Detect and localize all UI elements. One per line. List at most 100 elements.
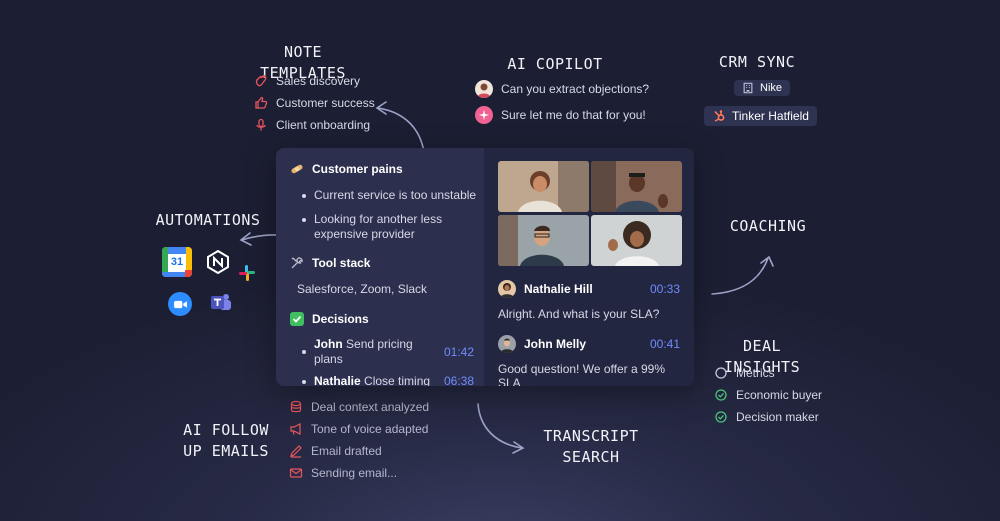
step-sending: Sending email... xyxy=(289,462,429,484)
arrow-note-templates-head xyxy=(375,101,387,115)
insight-decision-maker[interactable]: Decision maker xyxy=(714,406,822,428)
meeting-video-pane: Nathalie Hill 00:33 Alright. And what is… xyxy=(484,148,694,386)
video-tile-participant-2[interactable] xyxy=(591,161,682,212)
step-label: Sending email... xyxy=(311,466,398,480)
crm-sync-heading: CRM SYNC xyxy=(718,53,796,71)
transcript-search-line2: SEARCH xyxy=(562,448,620,466)
transcript-entry: Nathalie Hill 00:33 Alright. And what is… xyxy=(498,280,680,321)
crm-company-label: Nike xyxy=(760,82,783,94)
transcript-text: Alright. And what is your SLA? xyxy=(498,307,660,321)
insight-label: Decision maker xyxy=(736,410,819,424)
ai-copilot-heading: AI COPILOT xyxy=(507,55,603,73)
teams-icon[interactable] xyxy=(209,291,233,315)
user-avatar xyxy=(475,80,493,98)
deal-insights-heading: DEAL INSIGHTS xyxy=(723,337,801,376)
transcript-text: Good question! We offer a 99% SLA xyxy=(498,362,665,386)
ai-follow-up-line1: AI FOLLOW xyxy=(183,421,269,439)
megaphone-icon xyxy=(289,422,303,436)
decisions-list: John Send pricing plans 01:42 Nathalie C… xyxy=(302,337,474,386)
step-tone: Tone of voice adapted xyxy=(289,418,429,440)
check-circle-icon xyxy=(714,410,728,424)
copilot-answer-text: Sure let me do that for you! xyxy=(501,108,646,122)
pain-text: Current service is too unstable xyxy=(314,188,477,202)
building-icon xyxy=(742,82,754,94)
list-item[interactable]: Nathalie Close timing 06:38 xyxy=(302,374,474,386)
list-item: Current service is too unstable xyxy=(302,188,478,203)
speaker-avatar xyxy=(498,280,516,298)
empty-circle-icon xyxy=(714,366,728,380)
template-customer-success[interactable]: Customer success xyxy=(254,92,375,114)
google-calendar-icon[interactable]: 31 xyxy=(162,247,192,277)
copilot-question: Can you extract objections? xyxy=(475,79,649,99)
copilot-question-text: Can you extract objections? xyxy=(501,82,650,96)
speaker-avatar xyxy=(498,335,516,353)
arrow-transcript xyxy=(477,403,523,449)
follow-up-steps: Deal context analyzed Tone of voice adap… xyxy=(289,396,429,484)
step-label: Email drafted xyxy=(311,444,382,458)
zoom-icon[interactable] xyxy=(168,292,192,316)
decision-owner: John xyxy=(314,337,343,351)
insight-metrics[interactable]: Metrics xyxy=(714,362,822,384)
calendar-day: 31 xyxy=(170,256,184,268)
tool-stack-title: Tool stack xyxy=(290,256,370,270)
video-tile-participant-1[interactable] xyxy=(498,161,589,212)
note-templates-list: Sales discovery Customer success Client … xyxy=(254,70,375,136)
transcript-search-heading: TRANSCRIPT SEARCH xyxy=(536,426,646,468)
deal-insights-list: Metrics Economic buyer Decision maker xyxy=(714,362,822,428)
decision-owner: Nathalie xyxy=(314,374,361,386)
customer-pains-label: Customer pains xyxy=(312,162,403,176)
decisions-label: Decisions xyxy=(312,312,369,326)
ai-follow-up-line2: UP EMAILS xyxy=(183,442,269,460)
decision-timestamp[interactable]: 01:42 xyxy=(443,344,474,359)
bandage-icon xyxy=(290,162,304,176)
decision-text: Close timing xyxy=(364,374,431,386)
arrow-coaching xyxy=(711,257,769,295)
step-context: Deal context analyzed xyxy=(289,396,429,418)
pain-text: Looking for another less expensive provi… xyxy=(314,212,443,241)
template-label: Customer success xyxy=(276,96,375,110)
hubspot-icon xyxy=(712,109,726,123)
list-item[interactable]: John Send pricing plans 01:42 xyxy=(302,337,474,367)
meeting-card: Customer pains Current service is too un… xyxy=(276,148,694,386)
coaching-heading: COACHING xyxy=(729,217,807,235)
step-label: Tone of voice adapted xyxy=(311,422,429,436)
insight-label: Economic buyer xyxy=(736,388,823,402)
arrow-coaching-head xyxy=(760,255,774,267)
template-sales-discovery[interactable]: Sales discovery xyxy=(254,70,375,92)
decision-timestamp[interactable]: 06:38 xyxy=(443,374,474,386)
speaker-name: John Melly xyxy=(524,337,587,351)
insight-economic-buyer[interactable]: Economic buyer xyxy=(714,384,822,406)
step-drafted: Email drafted xyxy=(289,440,429,462)
list-item: Looking for another less expensive provi… xyxy=(302,212,478,242)
sparkle-icon xyxy=(475,106,493,124)
transcript-search-line1: TRANSCRIPT xyxy=(543,427,639,445)
decisions-title: Decisions xyxy=(290,312,369,326)
tool-stack-value: Salesforce, Zoom, Slack xyxy=(297,282,428,296)
pen-icon xyxy=(289,444,303,458)
microphone-icon xyxy=(254,118,268,132)
zapier-n-icon[interactable] xyxy=(206,249,230,275)
step-label: Deal context analyzed xyxy=(311,400,430,414)
template-label: Client onboarding xyxy=(276,118,371,132)
template-label: Sales discovery xyxy=(276,74,361,88)
transcript-timestamp[interactable]: 00:33 xyxy=(649,282,680,296)
customer-pains-title: Customer pains xyxy=(290,162,403,176)
video-tile-participant-3[interactable] xyxy=(498,215,589,266)
thumbs-up-icon xyxy=(254,96,268,110)
copilot-answer: Sure let me do that for you! xyxy=(475,105,646,125)
tools-icon xyxy=(290,256,304,270)
transcript-timestamp[interactable]: 00:41 xyxy=(649,337,680,351)
ai-follow-up-heading: AI FOLLOW UP EMAILS xyxy=(178,420,274,462)
note-templates-heading: NOTE TEMPLATES xyxy=(260,43,346,82)
automations-heading: AUTOMATIONS xyxy=(155,211,261,229)
template-client-onboarding[interactable]: Client onboarding xyxy=(254,114,375,136)
crm-contact-chip[interactable]: Tinker Hatfield xyxy=(704,106,817,126)
video-tile-participant-4[interactable] xyxy=(591,215,682,266)
insight-label: Metrics xyxy=(736,366,775,380)
slack-icon[interactable] xyxy=(238,264,256,282)
envelope-icon xyxy=(289,466,303,480)
crm-company-chip[interactable]: Nike xyxy=(734,80,791,96)
speaker-name: Nathalie Hill xyxy=(524,282,593,296)
tool-stack-label: Tool stack xyxy=(312,256,371,270)
customer-pains-list: Current service is too unstable Looking … xyxy=(302,188,478,242)
